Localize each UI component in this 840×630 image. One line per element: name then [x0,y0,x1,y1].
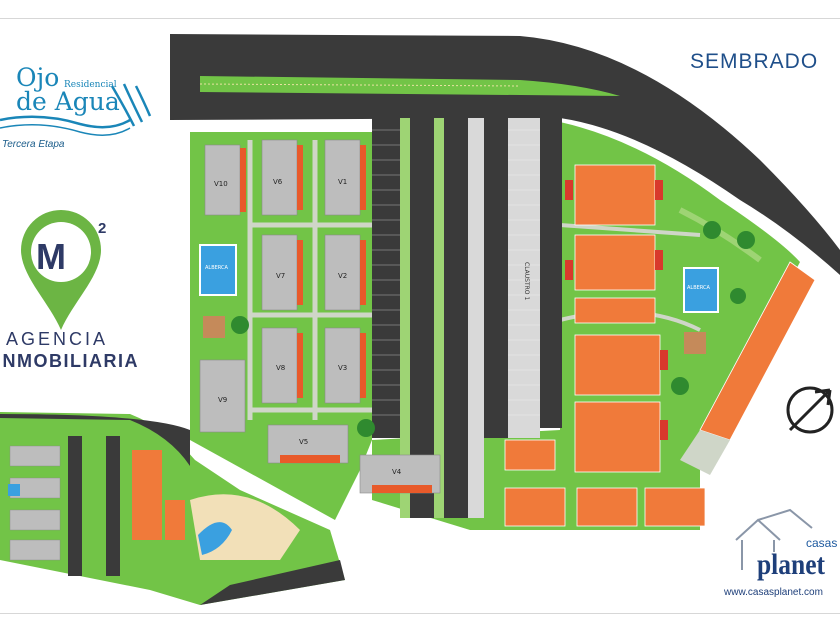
road-median [200,76,620,96]
brand-planet: planet [757,548,826,581]
building-label-v6: V6 [273,178,283,186]
inset-pool [198,522,232,555]
logo-residencial: Residencial [64,80,117,90]
parking-lane-1 [372,118,400,438]
logo-waves [0,83,152,136]
building-label-v2: V2 [338,272,348,280]
pool-east [683,267,719,313]
logo-ojo: Ojo [16,63,60,92]
building-label-v3: V3 [338,364,348,372]
logo-etapa: Tercera Etapa [2,139,65,150]
pool-label-east: ALBERCA [687,285,710,291]
building-label-v5: V5 [299,438,309,446]
building-label-v10: V10 [214,180,228,188]
map-title: SEMBRADO [690,50,819,73]
logo-de-agua: de Agua [16,87,120,116]
casas-house-icon [735,508,813,570]
villa-clusters [199,139,441,494]
compass [786,386,834,434]
building-label-v7: V7 [276,272,286,280]
building-label-v1: V1 [338,178,348,186]
building-label-v8: V8 [276,364,286,372]
agency-mark-superscript: 2 [98,220,107,237]
agency-mark: M [36,236,66,277]
building-label-v9: V9 [218,396,228,404]
parking-lane-5 [540,118,562,428]
claustro-label: CLAUSTRO 1 [523,262,530,301]
main-road [170,34,840,275]
pool-west [199,244,237,296]
parking-lane-4 [484,118,508,438]
brand-url[interactable]: www.casasplanet.com [724,587,823,598]
parking-lane-3 [444,118,468,518]
brand-casas: casas [806,536,838,550]
pool-label-west: ALBERCA [205,265,228,271]
townhouse-rows [504,164,706,527]
agency-line2: INMOBILIARIA [0,351,139,371]
parking-lane-2 [410,118,434,518]
building-label-v4: V4 [392,468,402,476]
agency-line1: AGENCIA [6,329,109,349]
frame-border [0,18,840,614]
